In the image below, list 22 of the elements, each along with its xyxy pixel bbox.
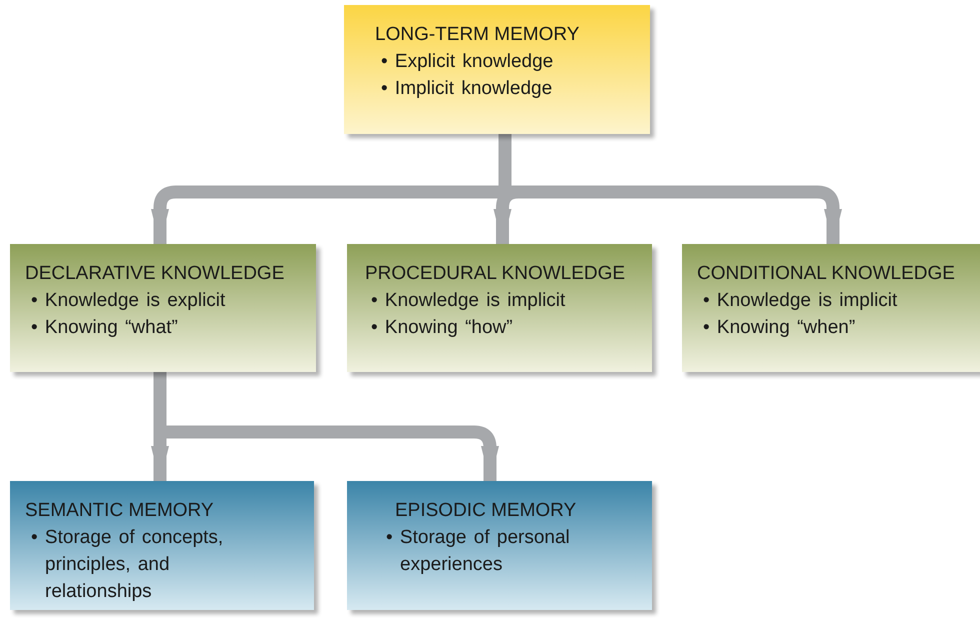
- box-heading: EPISODIC MEMORY: [394, 499, 578, 523]
- bullet-item: • Knowing “what”: [31, 316, 179, 340]
- knowledge-box: [10, 244, 316, 372]
- knowledge-box: [682, 244, 980, 372]
- knowledge-box: [344, 5, 650, 134]
- bullet-item: • Knowing “when”: [703, 316, 856, 340]
- knowledge-box: [347, 481, 652, 610]
- knowledge-box: [347, 244, 652, 372]
- bullet-item: • Knowing “how”: [371, 316, 514, 340]
- bullet-item: • Knowledge is explicit: [31, 289, 226, 313]
- box-heading: PROCEDURAL KNOWLEDGE: [365, 262, 626, 286]
- bullet-item: • Explicit knowledge: [381, 50, 554, 74]
- knowledge-box: [10, 481, 314, 610]
- bullet-item: • Implicit knowledge: [381, 77, 554, 101]
- bullet-item: • Storage of personal experiences: [386, 526, 571, 577]
- bullet-item: • Knowledge is implicit: [371, 289, 566, 313]
- box-heading: LONG-TERM MEMORY: [375, 23, 580, 47]
- box-heading: SEMANTIC MEMORY: [25, 499, 215, 523]
- box-heading: CONDITIONAL KNOWLEDGE: [697, 262, 956, 286]
- box-heading: DECLARATIVE KNOWLEDGE: [25, 262, 286, 286]
- bullet-item: • Storage of concepts, principles, and relationships: [31, 526, 224, 604]
- bullet-item: • Knowledge is implicit: [703, 289, 898, 313]
